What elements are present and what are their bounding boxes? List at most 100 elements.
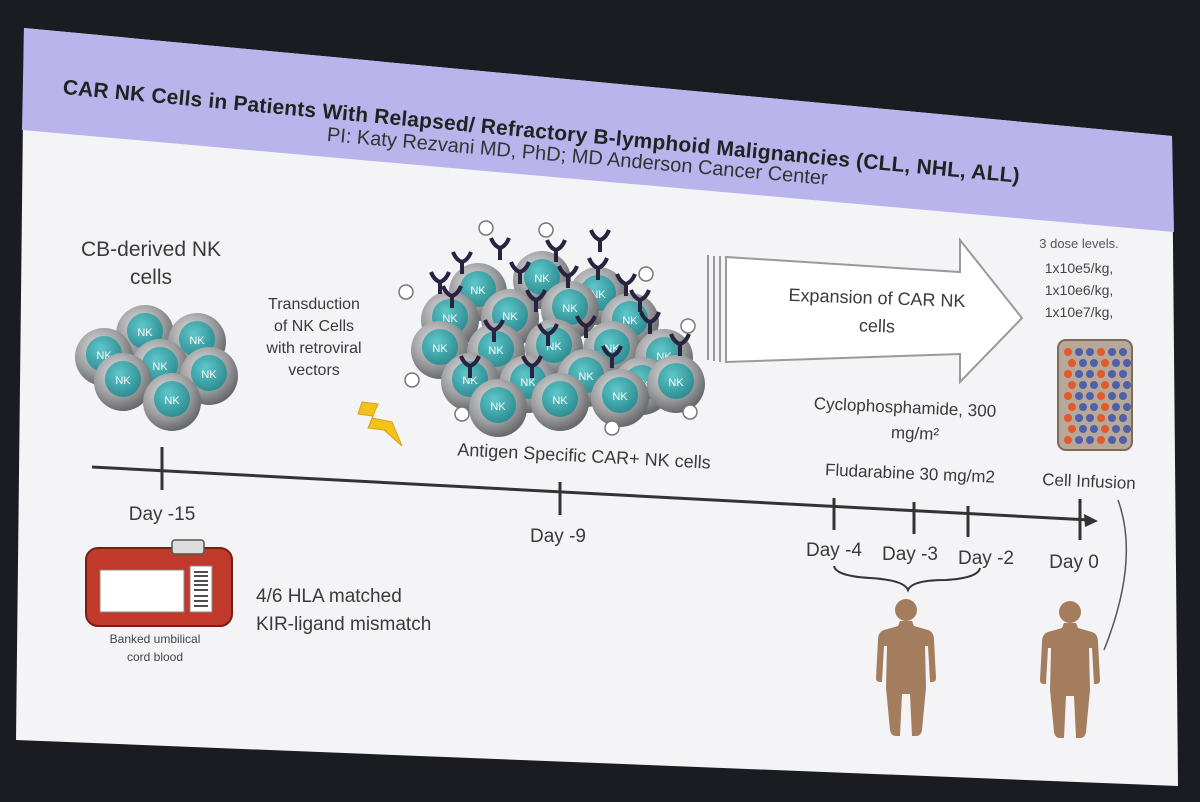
infused-cell-dot <box>1119 436 1127 444</box>
antigen-circle <box>478 220 494 236</box>
hla-line2: KIR-ligand mismatch <box>256 614 432 635</box>
infusion-bag-icon <box>1057 339 1133 451</box>
cb-label-line1: CB-derived NK <box>80 238 222 261</box>
infused-cell-dot <box>1086 436 1094 444</box>
infused-cell-dot <box>1112 403 1120 411</box>
nk-label: NK <box>490 401 506 413</box>
infused-cell-dot <box>1112 425 1120 433</box>
antigen-circle <box>682 404 698 420</box>
timeline <box>91 447 1098 540</box>
car-nk-cell: NK <box>601 293 659 351</box>
antigen-circle <box>638 266 654 282</box>
dose-item-3: 1x10e7/kg, <box>1044 304 1114 320</box>
infused-cell-dot <box>1097 414 1105 422</box>
infused-cell-dot <box>1064 370 1072 378</box>
car-nk-cell: NK <box>591 369 649 427</box>
infused-cell-dot <box>1079 403 1087 411</box>
infused-cell-dot <box>1064 414 1072 422</box>
dose-header: 3 dose levels. <box>1039 236 1119 251</box>
antigen-circle <box>398 284 414 300</box>
dose-item-1: 1x10e5/kg, <box>1044 260 1114 276</box>
infused-cell-dot <box>1068 425 1076 433</box>
day-label: Day -3 <box>882 544 938 565</box>
day-label: Day -4 <box>806 540 862 561</box>
nk-label: NK <box>137 327 153 339</box>
infused-cell-dot <box>1108 414 1116 422</box>
antigen-circle <box>454 406 470 422</box>
infused-cell-dot <box>1064 436 1072 444</box>
antigen-circle <box>680 318 696 334</box>
infused-cell-dot <box>1090 403 1098 411</box>
expansion-arrow <box>707 237 1024 385</box>
infused-cell-dot <box>1119 414 1127 422</box>
infused-cell-dot <box>1075 370 1083 378</box>
nk-label: NK <box>470 285 486 297</box>
antigen-circle <box>404 372 420 388</box>
header-band <box>22 28 1174 232</box>
infused-cell-dot <box>1123 381 1131 389</box>
nk-label: NK <box>189 335 205 347</box>
car-nk-cell: NK <box>499 355 557 413</box>
nk-label: NK <box>152 361 168 373</box>
infused-cell-dot <box>1064 392 1072 400</box>
day-label: Day -2 <box>958 548 1014 569</box>
infused-cell-dot <box>1119 392 1127 400</box>
car-nk-cell: NK <box>647 355 705 413</box>
car-nk-cell: NK <box>513 251 571 309</box>
infused-cell-dot <box>1123 403 1131 411</box>
infused-cell-dot <box>1079 359 1087 367</box>
infused-cell-dot <box>1064 348 1072 356</box>
infused-cell-dot <box>1108 436 1116 444</box>
infused-cell-dot <box>1086 370 1094 378</box>
infused-cell-dot <box>1090 381 1098 389</box>
transduction-line3: with retroviral <box>266 340 362 357</box>
nk-label: NK <box>201 369 217 381</box>
infused-cell-dot <box>1101 403 1109 411</box>
hla-line1: 4/6 HLA matched <box>256 586 402 607</box>
infused-cell-dot <box>1101 381 1109 389</box>
nk-label: NK <box>612 391 628 403</box>
infused-cell-dot <box>1097 392 1105 400</box>
nk-label: NK <box>115 375 131 387</box>
infused-cell-dot <box>1075 414 1083 422</box>
infused-cell-dot <box>1068 359 1076 367</box>
infused-cell-dot <box>1108 370 1116 378</box>
transduction-line4: vectors <box>288 362 340 379</box>
car-nk-cell: NK <box>557 349 615 407</box>
infused-cell-dot <box>1101 425 1109 433</box>
blood-bag-icon <box>85 539 233 627</box>
nk-label: NK <box>164 395 180 407</box>
nk-label: NK <box>552 395 568 407</box>
day-label: Day -9 <box>530 526 586 547</box>
nk-label: NK <box>668 377 684 389</box>
car-nk-cell: NK <box>481 289 539 347</box>
infusion-curve <box>1103 499 1128 651</box>
lightning-icon <box>357 401 403 447</box>
cb-label-line2: cells <box>129 266 172 289</box>
infused-cell-dot <box>1075 348 1083 356</box>
day-label: Day -15 <box>128 504 196 525</box>
infused-cell-dot <box>1097 348 1105 356</box>
nk-label: NK <box>488 345 504 357</box>
infused-cell-dot <box>1112 381 1120 389</box>
car-nk-cell: NK <box>541 281 599 339</box>
infused-cell-dot <box>1075 436 1083 444</box>
infused-cell-dot <box>1086 392 1094 400</box>
infused-cell-dot <box>1119 370 1127 378</box>
car-nk-cell: NK <box>469 379 527 437</box>
nk-label: NK <box>502 311 518 323</box>
infused-cell-dot <box>1097 436 1105 444</box>
car-nk-cell: NK <box>449 263 507 321</box>
infused-cell-dot <box>1112 359 1120 367</box>
nk-label: NK <box>520 377 536 389</box>
infused-cell-dot <box>1123 359 1131 367</box>
cb-nk-cluster: NK NK NK NK NK NK NK <box>75 305 238 431</box>
infused-cell-dot <box>1108 348 1116 356</box>
nk-label: NK <box>432 343 448 355</box>
nk-label: NK <box>462 375 478 387</box>
cord-blood-label-line1: Banked umbilical <box>109 632 201 646</box>
transduction-line1: Transduction <box>268 296 360 313</box>
infused-cell-dot <box>1123 425 1131 433</box>
